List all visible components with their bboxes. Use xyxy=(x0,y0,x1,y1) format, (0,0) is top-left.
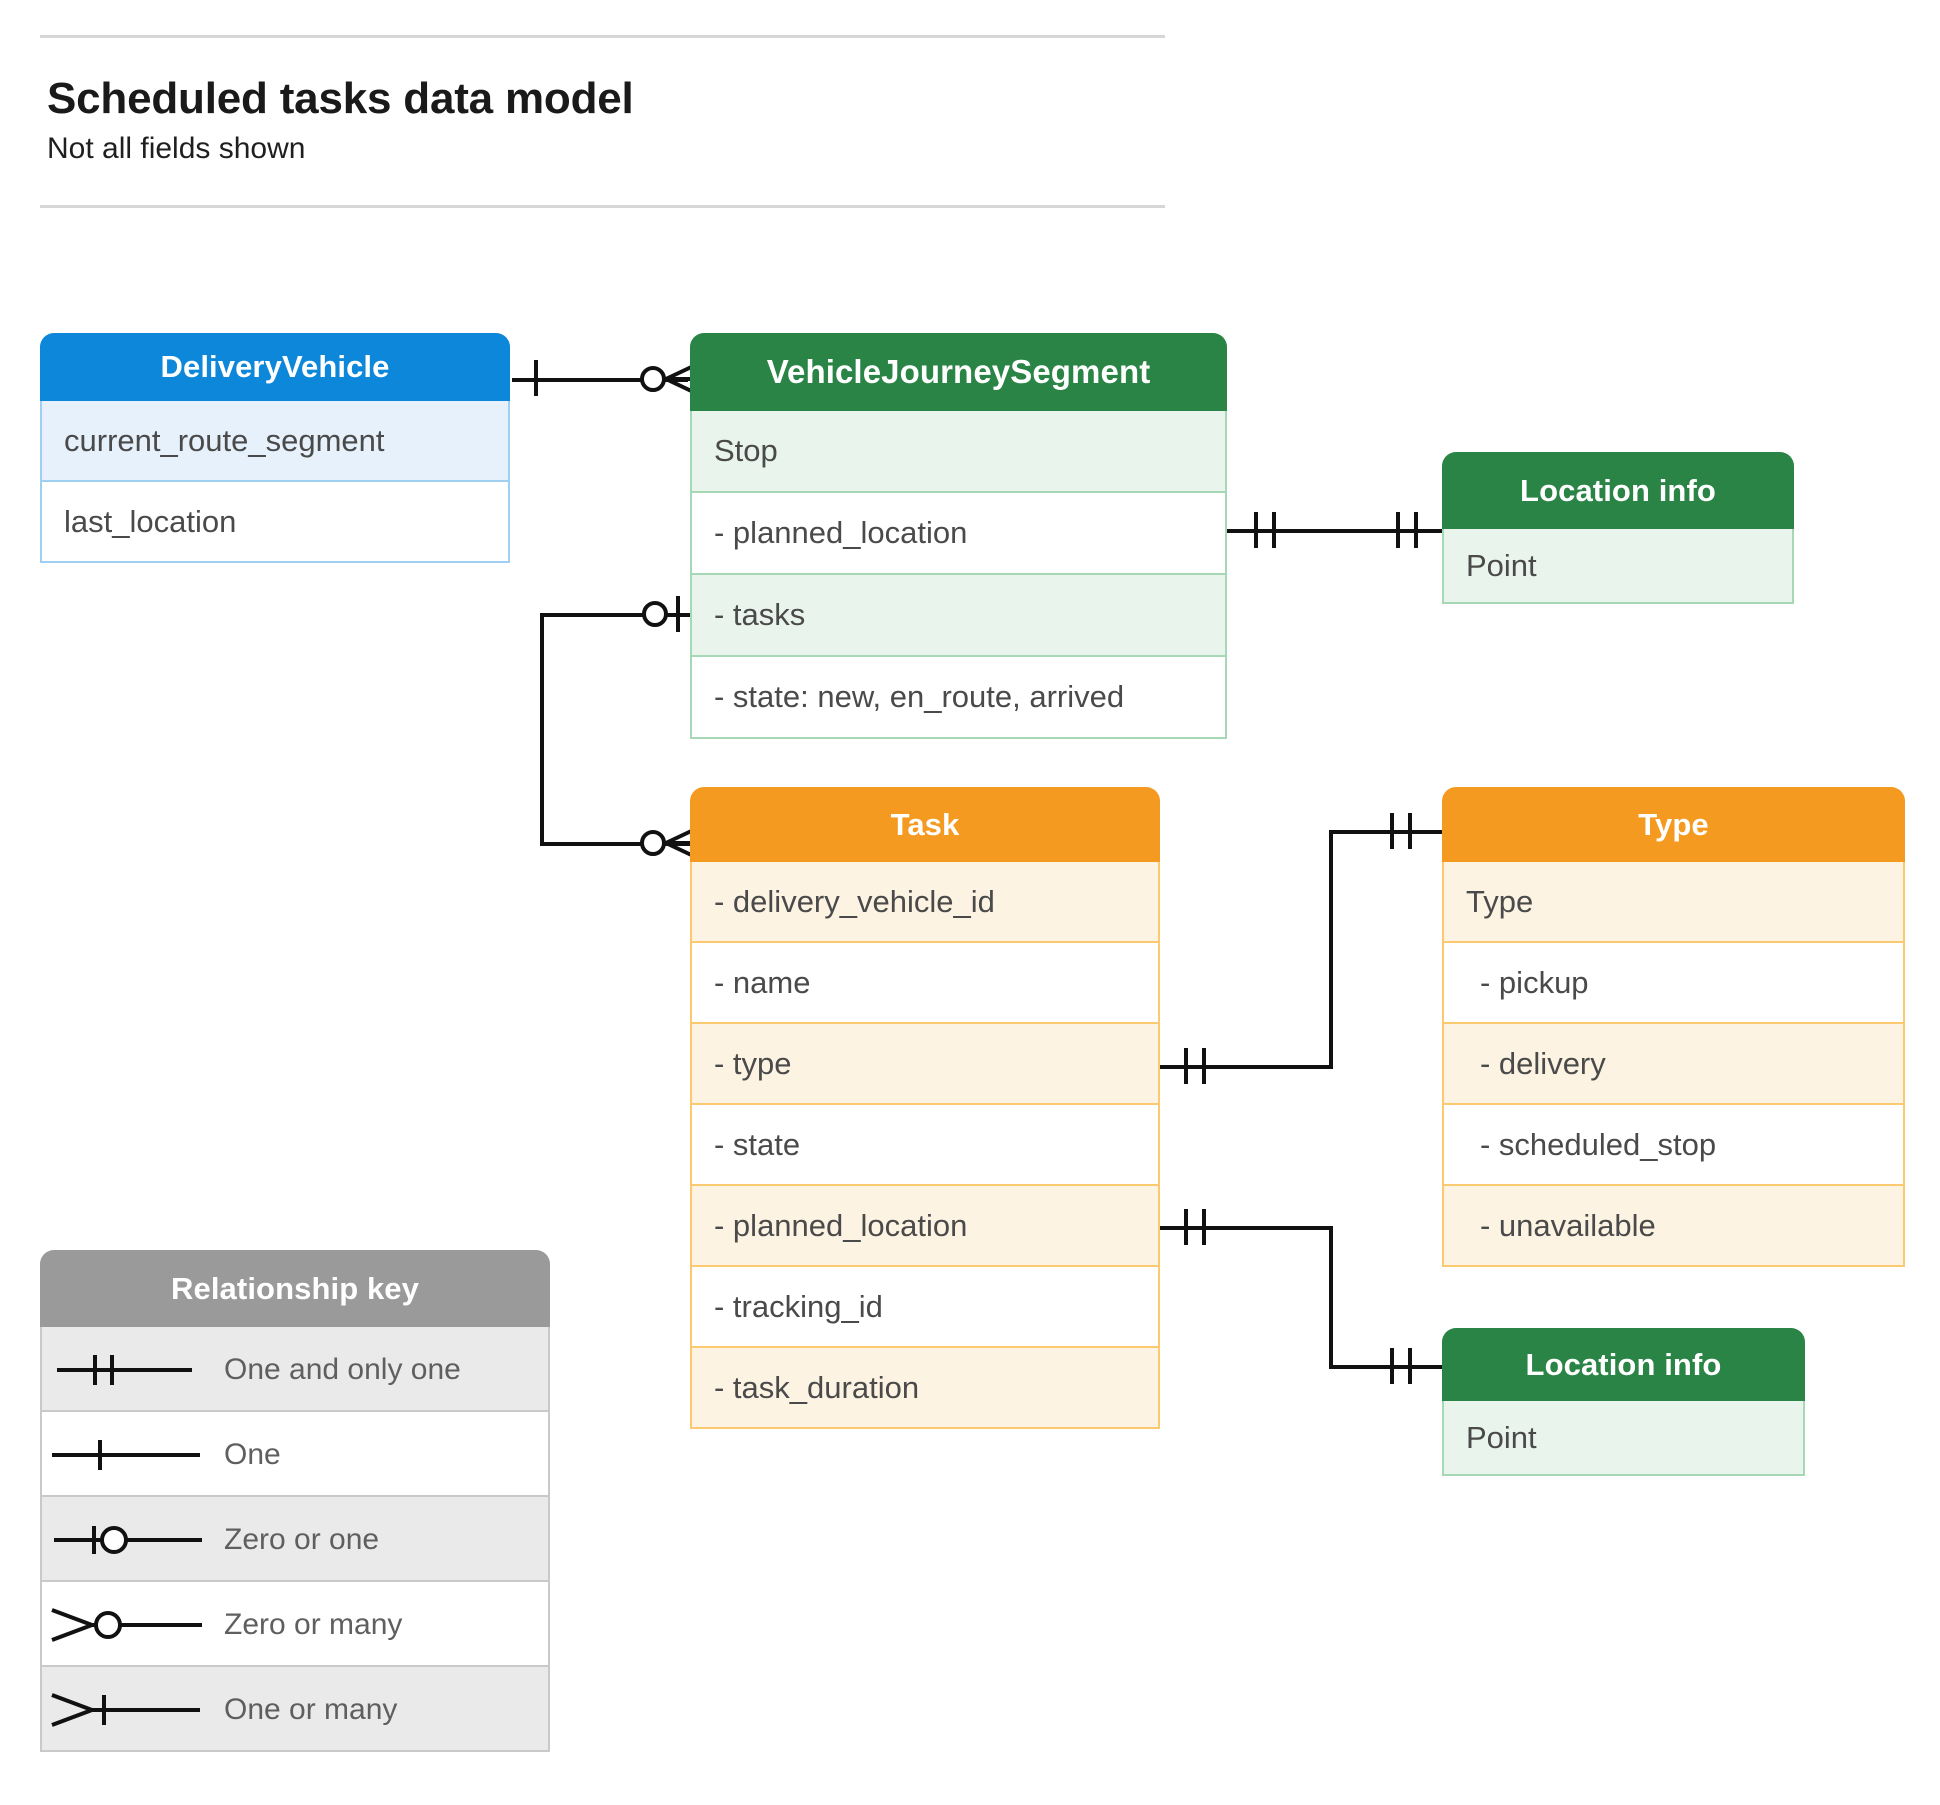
page-subtitle: Not all fields shown xyxy=(47,132,306,165)
header-divider-top xyxy=(40,35,1165,38)
field-type-delivery: - delivery xyxy=(1442,1024,1905,1105)
one-or-many-icon xyxy=(42,1667,222,1750)
legend-label-zero-or-one: Zero or one xyxy=(224,1523,380,1556)
entity-delivery-vehicle-title: DeliveryVehicle xyxy=(160,349,390,384)
field-type-unavailable: - unavailable xyxy=(1442,1186,1905,1267)
zero-or-one-icon xyxy=(42,1497,222,1580)
header-divider-bottom xyxy=(40,205,1165,208)
entity-vehicle-journey-segment[interactable]: VehicleJourneySegment Stop - planned_loc… xyxy=(690,333,1227,739)
field-task-type: - type xyxy=(690,1024,1160,1105)
field-current-route-segment: current_route_segment xyxy=(40,401,510,482)
one-icon xyxy=(42,1412,222,1495)
legend-item-one-or-many: One or many xyxy=(40,1667,550,1752)
legend-label-one: One xyxy=(224,1438,281,1471)
entity-type-title: Type xyxy=(1638,806,1709,842)
legend-relationship-key: Relationship key One and only one One xyxy=(40,1250,550,1752)
entity-vehicle-journey-segment-header: VehicleJourneySegment xyxy=(690,333,1227,411)
field-stop: Stop xyxy=(690,411,1227,493)
entity-vehicle-journey-segment-title: VehicleJourneySegment xyxy=(766,353,1151,390)
legend-label-zero-or-many: Zero or many xyxy=(224,1608,403,1641)
entity-location-info-top[interactable]: Location info Point xyxy=(1442,452,1794,604)
legend-title: Relationship key xyxy=(40,1250,550,1327)
entity-type-header: Type xyxy=(1442,787,1905,862)
field-vjs-tasks: - tasks xyxy=(690,575,1227,657)
field-task-task-duration: - task_duration xyxy=(690,1348,1160,1429)
entity-location-info-bottom-header: Location info xyxy=(1442,1328,1805,1401)
entity-task-header: Task xyxy=(690,787,1160,862)
one-and-only-one-icon xyxy=(42,1327,222,1410)
legend-label-one-or-many: One or many xyxy=(224,1693,398,1726)
field-task-planned-location: - planned_location xyxy=(690,1186,1160,1267)
field-vjs-state: - state: new, en_route, arrived xyxy=(690,657,1227,739)
field-type-pickup: - pickup xyxy=(1442,943,1905,1024)
field-type-type: Type xyxy=(1442,862,1905,943)
zero-or-many-icon xyxy=(42,1582,222,1665)
page-title: Scheduled tasks data model xyxy=(47,74,634,123)
field-task-name: - name xyxy=(690,943,1160,1024)
entity-delivery-vehicle-header: DeliveryVehicle xyxy=(40,333,510,401)
entity-task-title: Task xyxy=(890,806,960,842)
legend-item-one: One xyxy=(40,1412,550,1497)
field-type-scheduled-stop: - scheduled_stop xyxy=(1442,1105,1905,1186)
field-location-info-bottom-point: Point xyxy=(1442,1401,1805,1476)
field-task-delivery-vehicle-id: - delivery_vehicle_id xyxy=(690,862,1160,943)
field-vjs-planned-location: - planned_location xyxy=(690,493,1227,575)
entity-location-info-bottom[interactable]: Location info Point xyxy=(1442,1328,1805,1476)
field-last-location: last_location xyxy=(40,482,510,563)
legend-item-zero-or-one: Zero or one xyxy=(40,1497,550,1582)
legend-item-one-and-only-one: One and only one xyxy=(40,1327,550,1412)
entity-location-info-bottom-title: Location info xyxy=(1525,1346,1722,1382)
entity-location-info-top-header: Location info xyxy=(1442,452,1794,529)
legend-label-one-and-only-one: One and only one xyxy=(224,1353,461,1386)
field-task-state: - state xyxy=(690,1105,1160,1186)
entity-type[interactable]: Type Type - pickup - delivery - schedule… xyxy=(1442,787,1905,1267)
legend-item-zero-or-many: Zero or many xyxy=(40,1582,550,1667)
field-task-tracking-id: - tracking_id xyxy=(690,1267,1160,1348)
entity-task[interactable]: Task - delivery_vehicle_id - name - type… xyxy=(690,787,1160,1429)
entity-delivery-vehicle[interactable]: DeliveryVehicle current_route_segment la… xyxy=(40,333,510,563)
entity-location-info-top-title: Location info xyxy=(1520,472,1716,508)
field-location-info-top-point: Point xyxy=(1442,529,1794,604)
